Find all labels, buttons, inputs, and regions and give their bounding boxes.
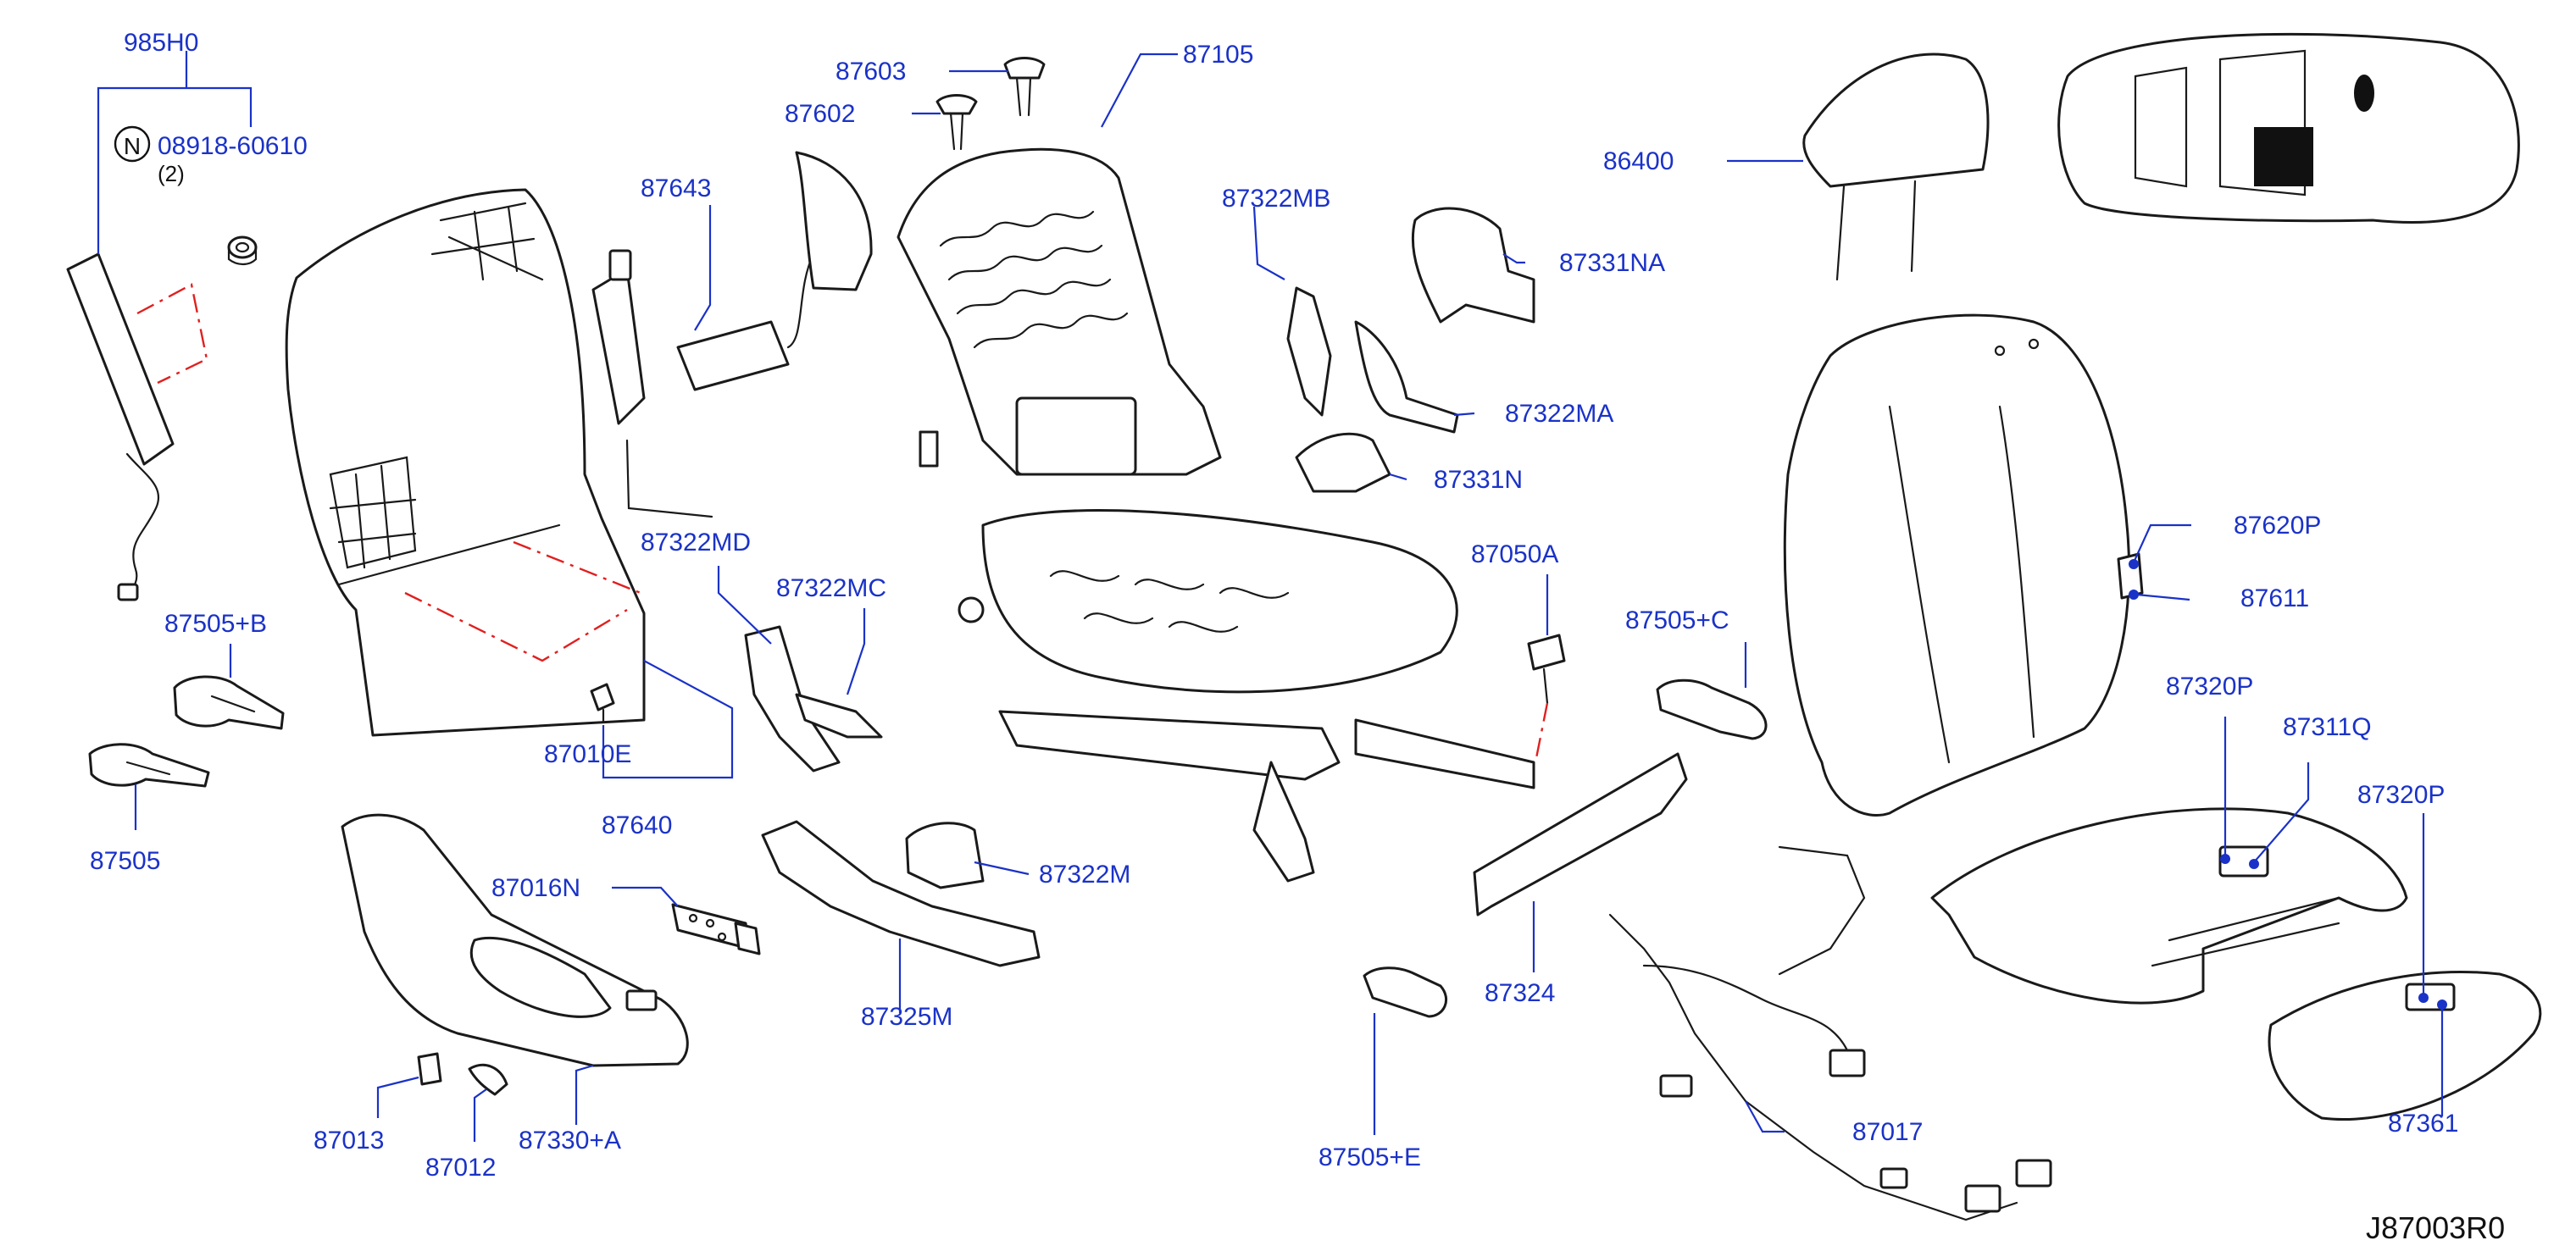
callout-87331NA[interactable]: 87331NA [1559, 249, 1665, 277]
callout-87325M[interactable]: 87325M [861, 1003, 952, 1031]
callout-87322MB[interactable]: 87322MB [1222, 185, 1330, 213]
callout-87012[interactable]: 87012 [425, 1154, 496, 1182]
callout-87322M[interactable]: 87322M [1039, 861, 1130, 889]
wire-harness-part [1608, 845, 2052, 1221]
finisher-mc-part [795, 693, 883, 739]
handle-part [88, 743, 210, 788]
handle-e-part [1363, 966, 1447, 1018]
callout-labels: 985H0 08918-60610 87505+B 87505 87643 87… [90, 29, 2458, 1182]
standard-part-symbol: N [114, 125, 151, 163]
callout-87505[interactable]: 87505 [90, 847, 160, 875]
handle-b-part [173, 675, 285, 730]
switch-part [671, 903, 761, 955]
seat-cushion-part [1930, 807, 2408, 1005]
callout-87505-c[interactable]: 87505+C [1625, 606, 1729, 634]
callout-87331N[interactable]: 87331N [1434, 466, 1523, 494]
cushion-pad-part [2268, 971, 2542, 1121]
lower-finisher-part [761, 820, 1041, 967]
seat-frame-part [897, 147, 1535, 883]
cover-assembly-line [404, 540, 641, 662]
seatback-cover-part [1783, 313, 2144, 817]
callout-87620P[interactable]: 87620P [2234, 512, 2321, 540]
callout-86400[interactable]: 86400 [1603, 147, 1674, 175]
knob-87012-part [468, 1064, 508, 1096]
callout-87640[interactable]: 87640 [602, 811, 672, 839]
bolt-part [1527, 634, 1566, 763]
callout-87016N[interactable]: 87016N [491, 874, 580, 902]
cover-mb-part [1286, 286, 1332, 417]
callout-87505-e[interactable]: 87505+E [1319, 1143, 1421, 1171]
leader-lines [97, 51, 2444, 1142]
callout-87320P-upper[interactable]: 87320P [2166, 673, 2253, 700]
lumbar-unit-part [591, 151, 873, 518]
seat-location-marker [2254, 127, 2313, 186]
callout-87330-a[interactable]: 87330+A [519, 1127, 621, 1155]
mark-dots [2129, 559, 2447, 1010]
bolt-assembly-line [1534, 702, 1549, 763]
callout-87013[interactable]: 87013 [314, 1127, 384, 1155]
callout-87050A[interactable]: 87050A [1471, 540, 1558, 568]
callout-87361[interactable]: 87361 [2388, 1110, 2458, 1138]
callout-87324[interactable]: 87324 [1485, 979, 1555, 1007]
side-finisher-part [341, 813, 689, 1067]
callout-87017[interactable]: 87017 [1852, 1118, 1923, 1146]
callout-87010E[interactable]: 87010E [544, 740, 631, 768]
callout-87322MD[interactable]: 87322MD [641, 529, 751, 557]
callout-87311Q[interactable]: 87311Q [2283, 713, 2372, 741]
finisher-md-part [744, 625, 841, 772]
callout-87643[interactable]: 87643 [641, 174, 711, 202]
handle-c-part [1656, 678, 1768, 740]
standard-part-qty: (2) [158, 161, 185, 186]
pin-part [935, 94, 978, 151]
headrest-part [1802, 53, 1990, 281]
svg-text:N: N [124, 133, 141, 159]
vehicle-top-view [2057, 32, 2520, 224]
callout-87322MA[interactable]: 87322MA [1505, 400, 1613, 428]
bracket-cover-part [905, 822, 985, 889]
callout-08918-60610[interactable]: 08918-60610 [158, 132, 308, 160]
clip-part [590, 683, 615, 723]
nut-part [227, 235, 258, 266]
callout-87505-b[interactable]: 87505+B [164, 610, 267, 638]
knob-part [1003, 57, 1046, 117]
callout-87611[interactable]: 87611 [2240, 584, 2309, 612]
trim-strip-part [1473, 752, 1688, 916]
knob-87013-part [417, 1052, 442, 1086]
callout-985H0[interactable]: 985H0 [124, 29, 198, 57]
callout-87603[interactable]: 87603 [836, 58, 906, 86]
airbag-assembly-line [136, 283, 208, 385]
cover-n-part [1295, 432, 1391, 493]
callout-87322MC[interactable]: 87322MC [776, 574, 886, 602]
cover-na-part [1411, 207, 1535, 324]
cover-ma-part [1354, 320, 1459, 434]
callout-87105[interactable]: 87105 [1183, 41, 1253, 69]
callout-87602[interactable]: 87602 [785, 100, 855, 128]
side-airbag-module-part [66, 252, 175, 601]
diagram-reference-code: J87003R0 [2366, 1210, 2505, 1245]
seatback-trim-cover-part [285, 188, 646, 737]
callout-87320P-lower[interactable]: 87320P [2357, 781, 2445, 809]
